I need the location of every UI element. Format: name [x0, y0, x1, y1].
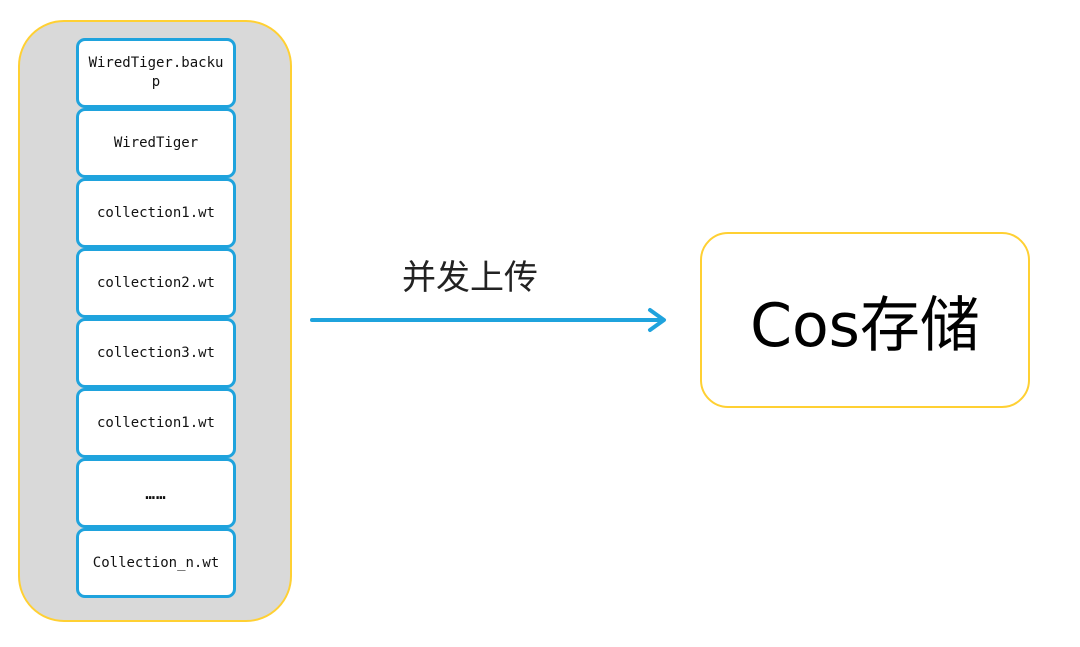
arrow-head: [648, 308, 666, 332]
file-box-ellipsis: ……: [76, 458, 236, 528]
cos-storage-label: Cos存储: [750, 290, 980, 361]
upload-arrow: [310, 308, 666, 332]
arrow-label: 并发上传: [402, 258, 538, 298]
file-box: collection2.wt: [76, 248, 236, 318]
cos-storage-box: Cos存储: [700, 232, 1030, 408]
file-box: collection3.wt: [76, 318, 236, 388]
file-box: WiredTiger.backup: [76, 38, 236, 108]
file-box: WiredTiger: [76, 108, 236, 178]
file-box: Collection_n.wt: [76, 528, 236, 598]
file-box: collection1.wt: [76, 388, 236, 458]
file-list: WiredTiger.backup WiredTiger collection1…: [76, 38, 236, 598]
file-box: collection1.wt: [76, 178, 236, 248]
